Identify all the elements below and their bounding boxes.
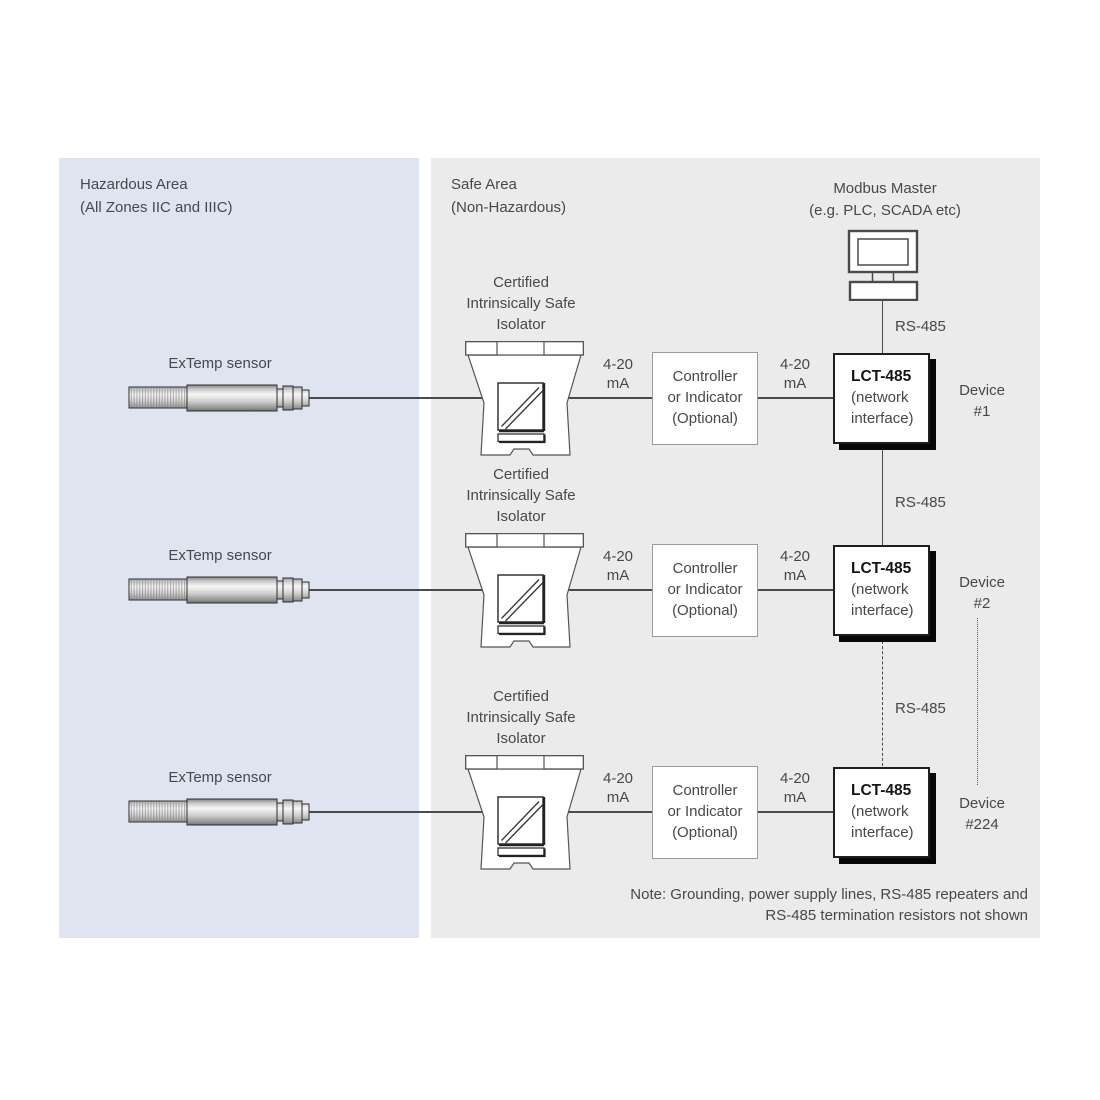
controller-2-line3: (Optional) bbox=[672, 602, 738, 619]
rs485-line-master-to-device1 bbox=[882, 300, 883, 353]
modbus-master-subtitle: (e.g. PLC, SCADA etc) bbox=[809, 202, 961, 219]
lct485-2-title: LCT-485 bbox=[851, 560, 912, 577]
device-label-3: Device #224 bbox=[944, 793, 1020, 835]
safe-area-title: Safe Area bbox=[451, 176, 517, 193]
signal-label-2a-line2: mA bbox=[606, 567, 630, 584]
isolator-caption-1-line3: Isolator bbox=[496, 316, 546, 333]
isolator-caption-2-line3: Isolator bbox=[496, 508, 546, 525]
isolator-caption-2-line1: Certified bbox=[493, 466, 549, 483]
rs485-label-1: RS-485 bbox=[895, 318, 946, 335]
signal-label-3b-line1: 4-20 bbox=[779, 770, 811, 787]
lct485-1-line3: interface) bbox=[851, 410, 914, 427]
controller-3-line2: or Indicator bbox=[667, 803, 743, 820]
device-label-1: Device #1 bbox=[944, 380, 1020, 422]
hazardous-area-title: Hazardous Area bbox=[80, 176, 188, 193]
lct485-3-line2: (network bbox=[851, 803, 909, 820]
sensor-label-2: ExTemp sensor bbox=[168, 547, 272, 564]
footnote-line2: RS-485 termination resistors not shown bbox=[765, 907, 1028, 924]
lct485-2-line2: (network bbox=[851, 581, 909, 598]
signal-label-1a: 4-20 mA bbox=[588, 355, 648, 393]
controller-box-3: Controller or Indicator (Optional) bbox=[652, 766, 758, 859]
wire-controller-to-lct-1 bbox=[758, 397, 833, 399]
signal-label-2b-line2: mA bbox=[783, 567, 807, 584]
signal-label-3b: 4-20 mA bbox=[765, 769, 825, 807]
lct485-2-line3: interface) bbox=[851, 602, 914, 619]
rs485-label-3: RS-485 bbox=[895, 700, 946, 717]
wire-sensor-to-controller-1 bbox=[309, 397, 652, 399]
signal-label-2a: 4-20 mA bbox=[588, 547, 648, 585]
signal-label-1b-line1: 4-20 bbox=[779, 356, 811, 373]
isolator-caption-3: Certified Intrinsically Safe Isolator bbox=[441, 686, 601, 749]
signal-label-1a-line2: mA bbox=[606, 375, 630, 392]
rs485-line-device2-to-device224-dashed bbox=[882, 636, 883, 766]
lct485-3-line3: interface) bbox=[851, 824, 914, 841]
lct485-1-line2: (network bbox=[851, 389, 909, 406]
extemp-sensor-icon-3 bbox=[128, 798, 310, 826]
hazardous-area-header: Hazardous Area (All Zones IIC and IIIC) bbox=[80, 173, 233, 219]
wire-controller-to-lct-2 bbox=[758, 589, 833, 591]
wire-sensor-to-controller-2 bbox=[309, 589, 652, 591]
signal-label-1a-line1: 4-20 bbox=[602, 356, 634, 373]
rs485-label-2: RS-485 bbox=[895, 494, 946, 511]
signal-label-3b-line2: mA bbox=[783, 789, 807, 806]
extemp-sensor-icon-2 bbox=[128, 576, 310, 604]
sensor-label-1: ExTemp sensor bbox=[168, 355, 272, 372]
wire-controller-to-lct-3 bbox=[758, 811, 833, 813]
controller-2-line2: or Indicator bbox=[667, 581, 743, 598]
controller-3-line1: Controller bbox=[672, 782, 738, 799]
controller-3-line3: (Optional) bbox=[672, 824, 738, 841]
sensor-label-3: ExTemp sensor bbox=[168, 769, 272, 786]
footnote-line1: Note: Grounding, power supply lines, RS-… bbox=[630, 886, 1028, 903]
controller-box-2: Controller or Indicator (Optional) bbox=[652, 544, 758, 637]
rs485-line-device1-to-device2 bbox=[882, 444, 883, 545]
lct485-3-title: LCT-485 bbox=[851, 782, 912, 799]
controller-1-line3: (Optional) bbox=[672, 410, 738, 427]
device-2-line1: Device bbox=[959, 574, 1005, 591]
isolator-icon-1 bbox=[465, 341, 584, 456]
modbus-master-title: Modbus Master bbox=[833, 180, 937, 197]
device-3-line1: Device bbox=[959, 795, 1005, 812]
device-1-line1: Device bbox=[959, 382, 1005, 399]
signal-label-2b-line1: 4-20 bbox=[779, 548, 811, 565]
isolator-caption-3-line3: Isolator bbox=[496, 730, 546, 747]
isolator-caption-3-line2: Intrinsically Safe bbox=[466, 709, 576, 726]
wire-sensor-to-controller-3 bbox=[309, 811, 652, 813]
modbus-master-header: Modbus Master (e.g. PLC, SCADA etc) bbox=[775, 178, 995, 222]
signal-label-3a: 4-20 mA bbox=[588, 769, 648, 807]
isolator-caption-1-line2: Intrinsically Safe bbox=[466, 295, 576, 312]
safe-area-subtitle: (Non-Hazardous) bbox=[451, 199, 567, 216]
signal-label-1b: 4-20 mA bbox=[765, 355, 825, 393]
device-label-2: Device #2 bbox=[944, 572, 1020, 614]
device-ellipsis-dotted-line bbox=[977, 618, 978, 785]
controller-1-line1: Controller bbox=[672, 368, 738, 385]
lct485-1-title: LCT-485 bbox=[851, 368, 912, 385]
isolator-caption-1: Certified Intrinsically Safe Isolator bbox=[441, 272, 601, 335]
device-2-line2: #2 bbox=[973, 595, 991, 612]
signal-label-3a-line2: mA bbox=[606, 789, 630, 806]
lct485-box-3: LCT-485 (network interface) bbox=[833, 767, 930, 858]
isolator-caption-2-line2: Intrinsically Safe bbox=[466, 487, 576, 504]
controller-box-1: Controller or Indicator (Optional) bbox=[652, 352, 758, 445]
controller-2-line1: Controller bbox=[672, 560, 738, 577]
footnote: Note: Grounding, power supply lines, RS-… bbox=[540, 884, 1028, 926]
isolator-caption-3-line1: Certified bbox=[493, 688, 549, 705]
isolator-icon-2 bbox=[465, 533, 584, 648]
isolator-caption-1-line1: Certified bbox=[493, 274, 549, 291]
signal-label-3a-line1: 4-20 bbox=[602, 770, 634, 787]
isolator-icon-3 bbox=[465, 755, 584, 870]
safe-area-header: Safe Area (Non-Hazardous) bbox=[451, 173, 566, 219]
device-3-line2: #224 bbox=[965, 816, 999, 833]
signal-label-2a-line1: 4-20 bbox=[602, 548, 634, 565]
extemp-sensor-icon-1 bbox=[128, 384, 310, 412]
controller-1-line2: or Indicator bbox=[667, 389, 743, 406]
signal-label-2b: 4-20 mA bbox=[765, 547, 825, 585]
lct485-box-2: LCT-485 (network interface) bbox=[833, 545, 930, 636]
lct485-box-1: LCT-485 (network interface) bbox=[833, 353, 930, 444]
hazardous-area-subtitle: (All Zones IIC and IIIC) bbox=[80, 199, 233, 216]
device-1-line2: #1 bbox=[973, 403, 991, 420]
signal-label-1b-line2: mA bbox=[783, 375, 807, 392]
computer-icon bbox=[847, 229, 919, 301]
isolator-caption-2: Certified Intrinsically Safe Isolator bbox=[441, 464, 601, 527]
